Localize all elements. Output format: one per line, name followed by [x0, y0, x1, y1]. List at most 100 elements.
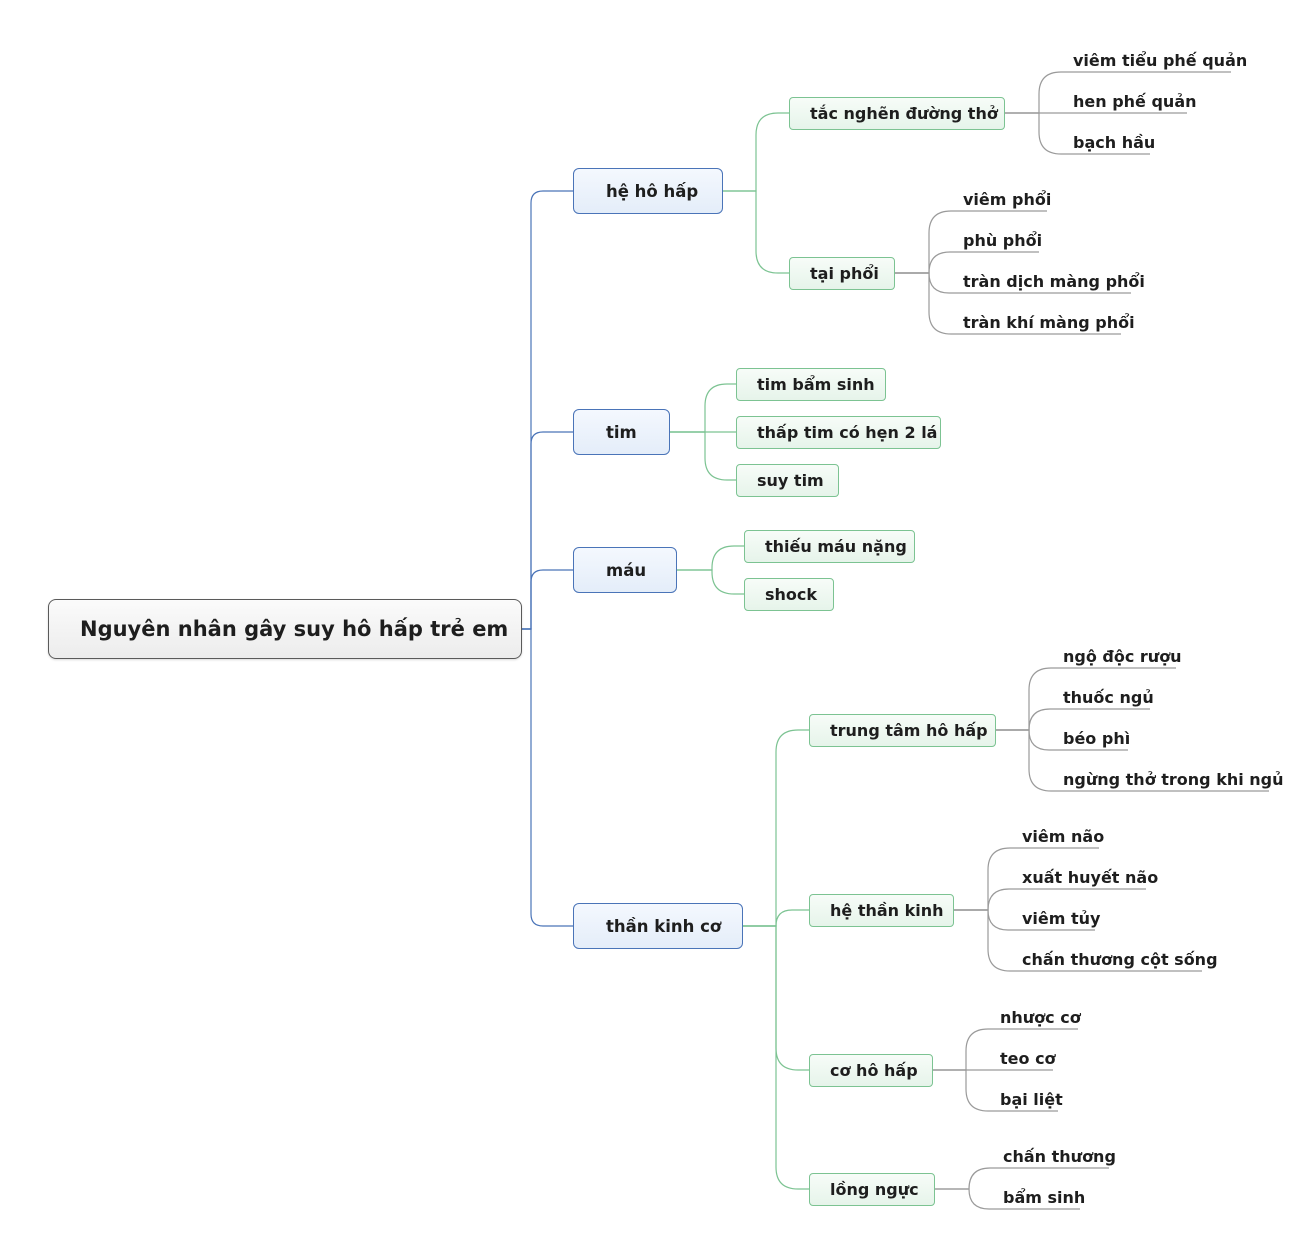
subtopic-label: thấp tim có hẹn 2 lá: [757, 423, 938, 442]
subtopic-connector: [723, 112, 789, 192]
subtopic-label: thiếu máu nặng: [765, 537, 907, 556]
leaf-topic[interactable]: hen phế quản: [1071, 89, 1197, 113]
subtopic-connector: [723, 190, 789, 274]
subtopic-tim-bam-sinh[interactable]: tim bẩm sinh: [736, 368, 886, 401]
leaf-topic[interactable]: viêm não: [1020, 824, 1104, 848]
leaf-topic[interactable]: viêm phổi: [961, 187, 1051, 211]
leaf-label: viêm phổi: [963, 189, 1052, 209]
leaf-topic[interactable]: thuốc ngủ: [1061, 685, 1154, 709]
leaf-topic[interactable]: viêm tiểu phế quản: [1071, 48, 1247, 72]
subtopic-label: tại phổi: [810, 264, 879, 283]
subtopic-label: shock: [765, 585, 818, 604]
leaf-connector: [954, 909, 1020, 931]
leaf-connector: [933, 1069, 998, 1112]
leaf-label: chấn thương cột sống: [1022, 949, 1218, 969]
branch-connector: [522, 569, 573, 630]
leaf-topic[interactable]: teo cơ: [998, 1046, 1056, 1070]
subtopic-connector: [677, 569, 744, 595]
leaf-label: bại liệt: [1000, 1089, 1063, 1109]
leaf-topic[interactable]: bại liệt: [998, 1087, 1063, 1111]
leaf-label: bạch hầu: [1073, 132, 1156, 152]
subtopic-tai-phoi[interactable]: tại phổi: [789, 257, 895, 290]
leaf-label: ngộ độc rượu: [1063, 646, 1182, 666]
subtopic-he-than-kinh[interactable]: hệ thần kinh: [809, 894, 954, 927]
leaf-topic[interactable]: tràn dịch màng phổi: [961, 269, 1145, 293]
leaf-connector: [954, 888, 1020, 911]
subtopic-label: cơ hô hấp: [830, 1061, 918, 1080]
leaf-connector: [996, 667, 1061, 731]
leaf-label: phù phổi: [963, 230, 1043, 250]
leaf-label: viêm tiểu phế quản: [1073, 50, 1248, 70]
subtopic-connector: [743, 925, 809, 1190]
leaf-connector: [996, 729, 1061, 792]
root-topic[interactable]: Nguyên nhân gây suy hô hấp trẻ em: [48, 599, 522, 659]
leaf-topic[interactable]: tràn khí màng phổi: [961, 310, 1135, 334]
leaf-connector: [1005, 71, 1071, 114]
subtopic-shock[interactable]: shock: [744, 578, 834, 611]
subtopic-co-ho-hap[interactable]: cơ hô hấp: [809, 1054, 933, 1087]
branch-connector: [522, 628, 573, 927]
subtopic-label: trung tâm hô hấp: [830, 721, 988, 740]
subtopic-tac-nghen-duong-tho[interactable]: tắc nghẽn đường thở: [789, 97, 1005, 130]
subtopic-connector: [743, 729, 809, 927]
subtopic-connector: [677, 545, 744, 571]
leaf-topic[interactable]: nhược cơ: [998, 1005, 1081, 1029]
leaf-connector: [935, 1167, 1001, 1190]
subtopic-connector: [670, 383, 736, 433]
leaf-label: nhược cơ: [1000, 1007, 1081, 1027]
leaf-topic[interactable]: phù phổi: [961, 228, 1042, 252]
subtopic-suy-tim[interactable]: suy tim: [736, 464, 839, 497]
leaf-label: ngừng thở trong khi ngủ: [1063, 769, 1284, 789]
leaf-connector: [954, 909, 1020, 972]
subtopic-thieu-mau-nang[interactable]: thiếu máu nặng: [744, 530, 915, 563]
leaf-connector: [895, 272, 961, 335]
leaf-label: xuất huyết não: [1022, 867, 1159, 887]
branch-mau[interactable]: máu: [573, 547, 677, 593]
leaf-label: tràn dịch màng phổi: [963, 271, 1145, 291]
leaf-label: chấn thương: [1003, 1146, 1116, 1166]
leaf-label: viêm tủy: [1022, 908, 1101, 928]
branch-label: thần kinh cơ: [606, 916, 722, 936]
branch-connector: [522, 190, 573, 630]
leaf-label: tràn khí màng phổi: [963, 312, 1135, 332]
leaf-label: viêm não: [1022, 826, 1105, 846]
branch-connector: [522, 431, 573, 630]
leaf-label: hen phế quản: [1073, 91, 1197, 111]
leaf-connector: [895, 210, 961, 274]
leaf-connector: [895, 251, 961, 274]
branch-label: hệ hô hấp: [606, 181, 699, 201]
leaf-topic[interactable]: ngừng thở trong khi ngủ: [1061, 767, 1284, 791]
leaf-topic[interactable]: bạch hầu: [1071, 130, 1155, 154]
branch-label: tim: [606, 422, 637, 442]
subtopic-label: tắc nghẽn đường thở: [810, 104, 998, 123]
leaf-connector: [935, 1188, 1001, 1210]
leaf-topic[interactable]: xuất huyết não: [1020, 865, 1158, 889]
subtopic-thap-tim[interactable]: thấp tim có hẹn 2 lá: [736, 416, 941, 449]
branch-he-ho-hap[interactable]: hệ hô hấp: [573, 168, 723, 214]
subtopic-label: hệ thần kinh: [830, 901, 944, 920]
leaf-label: thuốc ngủ: [1063, 687, 1154, 707]
leaf-label: teo cơ: [1000, 1048, 1056, 1068]
leaf-label: béo phì: [1063, 728, 1131, 748]
leaf-connector: [954, 847, 1020, 911]
leaf-topic[interactable]: béo phì: [1061, 726, 1130, 750]
leaf-topic[interactable]: bẩm sinh: [1001, 1185, 1085, 1209]
subtopic-long-nguc[interactable]: lồng ngực: [809, 1173, 935, 1206]
root-topic-label: Nguyên nhân gây suy hô hấp trẻ em: [80, 617, 509, 641]
branch-tim[interactable]: tim: [573, 409, 670, 455]
leaf-topic[interactable]: viêm tủy: [1020, 906, 1100, 930]
leaf-topic[interactable]: chấn thương cột sống: [1020, 947, 1218, 971]
leaf-connector: [895, 272, 961, 294]
subtopic-trung-tam-ho-hap[interactable]: trung tâm hô hấp: [809, 714, 996, 747]
leaf-topic[interactable]: chấn thương: [1001, 1144, 1116, 1168]
subtopic-connector: [670, 431, 736, 481]
branch-than-kinh-co[interactable]: thần kinh cơ: [573, 903, 743, 949]
subtopic-label: suy tim: [757, 471, 824, 490]
leaf-topic[interactable]: ngộ độc rượu: [1061, 644, 1182, 668]
leaf-connector: [933, 1028, 998, 1071]
subtopic-label: lồng ngực: [830, 1180, 919, 1199]
branch-label: máu: [606, 560, 647, 580]
leaf-connector: [1005, 112, 1071, 155]
